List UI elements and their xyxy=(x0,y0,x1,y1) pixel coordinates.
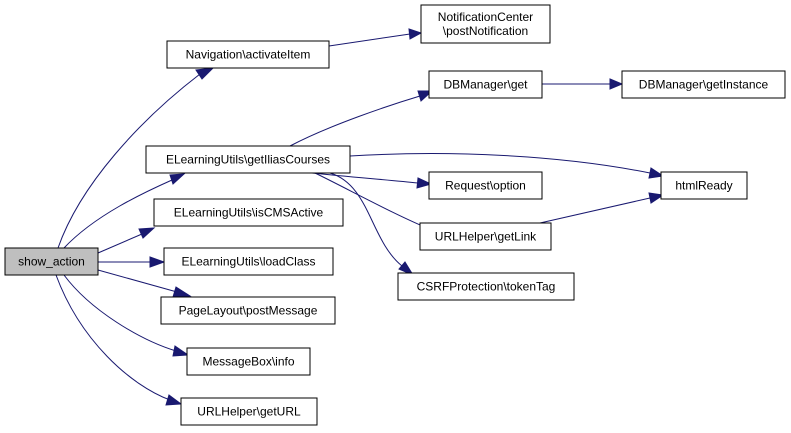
node-box xyxy=(4,247,99,276)
node-box xyxy=(660,171,748,200)
arrowhead-icon xyxy=(648,192,665,204)
node-elearningutils-loadclass[interactable]: ELearningUtils\loadClass xyxy=(163,247,334,276)
node-label: URLHelper\getURL xyxy=(197,405,301,419)
node-label: Navigation\activateItem xyxy=(186,48,311,62)
node-label: URLHelper\getLink xyxy=(435,230,537,244)
node-label: CSRFProtection\tokenTag xyxy=(417,280,556,294)
node-elearningutils-getiliascourses[interactable]: ELearningUtils\getIliasCourses xyxy=(145,145,351,174)
node-box xyxy=(145,145,351,174)
node-label: htmlReady xyxy=(675,179,732,193)
edge-line xyxy=(329,172,403,267)
node-label: PageLayout\postMessage xyxy=(179,304,318,318)
node-box xyxy=(160,296,336,325)
node-box xyxy=(397,272,575,301)
node-elearningutils-iscmsactive[interactable]: ELearningUtils\isCMSActive xyxy=(153,198,344,227)
edge-line xyxy=(311,172,419,184)
node-navigation-activateitem[interactable]: Navigation\activateItem xyxy=(166,40,330,69)
node-htmlready[interactable]: htmlReady xyxy=(660,171,748,200)
edge-elearningutils_getiliascourses-to-request_option xyxy=(311,172,433,189)
edge-urlhelper_getlink-to-htmlready xyxy=(539,192,665,224)
node-box xyxy=(428,70,543,99)
edge-elearningutils_getiliascourses-to-htmlready xyxy=(349,153,665,179)
node-label: DBManager\get xyxy=(443,78,528,92)
arrowhead-icon xyxy=(138,227,156,239)
arrowhead-icon xyxy=(169,173,186,185)
arrowhead-icon xyxy=(172,286,192,298)
arrowhead-icon xyxy=(165,394,183,406)
edge-show_action-to-messagebox_info xyxy=(63,274,190,357)
node-label: MessageBox\info xyxy=(202,355,294,369)
node-box xyxy=(428,171,543,200)
node-pagelayout-postmessage[interactable]: PageLayout\postMessage xyxy=(160,296,336,325)
edge-elearningutils_getiliascourses-to-csrfprotection_tokentag xyxy=(329,172,415,277)
edge-line xyxy=(539,197,651,224)
node-label: show_action xyxy=(18,255,85,269)
edge-line xyxy=(314,172,433,231)
edge-line xyxy=(63,179,173,249)
arrowhead-icon xyxy=(408,28,423,40)
node-box xyxy=(166,40,330,69)
edge-dbmanager_get-to-dbmanager_getinstance xyxy=(542,78,624,90)
edge-line xyxy=(289,95,421,147)
edge-show_action-to-urlhelper_geturl xyxy=(55,274,183,406)
edge-show_action-to-pagelayout_postmessage xyxy=(97,269,192,298)
edge-show_action-to-elearningutils_loadclass xyxy=(98,256,166,268)
node-label: DBManager\getInstance xyxy=(639,78,769,92)
node-box xyxy=(419,222,552,251)
node-box xyxy=(621,70,786,99)
node-dbmanager-get[interactable]: DBManager\get xyxy=(428,70,543,99)
edge-line xyxy=(349,153,651,174)
node-csrfprotection-tokentag[interactable]: CSRFProtection\tokenTag xyxy=(397,272,575,301)
edge-navigation_activateitem-to-notificationcenter_postnotification xyxy=(328,28,423,47)
node-label: ELearningUtils\isCMSActive xyxy=(174,206,324,220)
arrowhead-icon xyxy=(398,261,415,277)
node-box xyxy=(153,198,344,227)
edge-show_action-to-elearningutils_getiliascourses xyxy=(63,173,186,249)
node-box xyxy=(180,397,318,426)
node-label: Request\option xyxy=(445,179,526,193)
arrowhead-icon xyxy=(195,67,215,80)
arrowhead-icon xyxy=(609,78,624,90)
arrowhead-icon xyxy=(648,167,665,179)
node-label: NotificationCenter xyxy=(438,10,533,24)
node-label: ELearningUtils\loadClass xyxy=(181,255,315,269)
arrowhead-icon xyxy=(416,177,433,189)
node-messagebox-info[interactable]: MessageBox\info xyxy=(186,347,311,376)
node-urlhelper-getlink[interactable]: URLHelper\getLink xyxy=(419,222,552,251)
edge-line xyxy=(63,274,177,352)
edge-show_action-to-navigation_activateitem xyxy=(57,67,215,249)
arrowhead-icon xyxy=(149,256,166,268)
edge-show_action-to-elearningutils_iscmsactive xyxy=(97,227,156,254)
edge-line xyxy=(97,233,143,254)
edge-line xyxy=(55,274,171,401)
edge-elearningutils_getiliascourses-to-dbmanager_get xyxy=(289,90,434,147)
edge-line xyxy=(97,269,178,293)
node-dbmanager-getinstance[interactable]: DBManager\getInstance xyxy=(621,70,786,99)
node-label: ELearningUtils\getIliasCourses xyxy=(166,153,330,167)
node-label: \postNotification xyxy=(443,24,528,38)
edge-line xyxy=(328,33,411,47)
nodes: show_action Navigation\activateItem Notifi… xyxy=(4,4,786,426)
node-urlhelper-geturl[interactable]: URLHelper\getURL xyxy=(180,397,318,426)
node-request-option[interactable]: Request\option xyxy=(428,171,543,200)
arrowhead-icon xyxy=(172,345,190,357)
edge-line xyxy=(57,73,201,249)
edges xyxy=(55,28,665,406)
node-box xyxy=(186,347,311,376)
node-notificationcenter-postnotification[interactable]: NotificationCenter\postNotification xyxy=(420,4,551,44)
node-show-action: show_action xyxy=(4,247,99,276)
node-box xyxy=(420,4,551,44)
node-box xyxy=(163,247,334,276)
